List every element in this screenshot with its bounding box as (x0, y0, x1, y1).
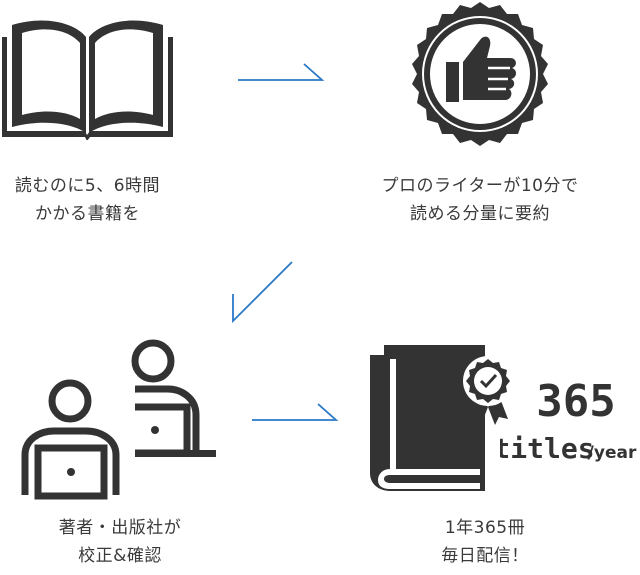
arrow-right-1 (238, 63, 325, 81)
step-2-caption: プロのライターが10分で 読める分量に要約 (355, 172, 605, 228)
open-book-icon (2, 20, 173, 140)
step-4-line1: 1年365冊 (444, 518, 526, 538)
people-at-laptops-icon (15, 339, 216, 500)
award-book-icon (370, 345, 513, 491)
badge-number: 365 (536, 376, 615, 427)
arrow-down-left (232, 261, 293, 324)
step-2-line1: プロのライターが10分で (381, 176, 579, 196)
step-4-caption: 1年365冊 毎日配信！ (400, 514, 570, 570)
badge-per: /year (588, 443, 637, 463)
step-4-line2: 毎日配信！ (441, 546, 529, 566)
thumbs-up-badge-icon (412, 2, 548, 146)
step-2-line2: 読める分量に要約 (410, 204, 550, 224)
step-3-line1: 著者・出版社が (58, 518, 182, 538)
step-1-caption: 読むのに5、6時間 かかる書籍を (0, 172, 175, 228)
arrow-right-2 (252, 403, 339, 421)
step-3-caption: 著者・出版社が 校正&確認 (20, 514, 220, 570)
titles-per-year-badge: 365 titles /year (500, 376, 637, 465)
step-1-line1: 読むのに5、6時間 (14, 176, 161, 196)
badge-unit: titles (500, 432, 595, 465)
step-1-line2: かかる書籍を (35, 204, 140, 224)
step-3-line2: 校正&確認 (78, 546, 162, 566)
